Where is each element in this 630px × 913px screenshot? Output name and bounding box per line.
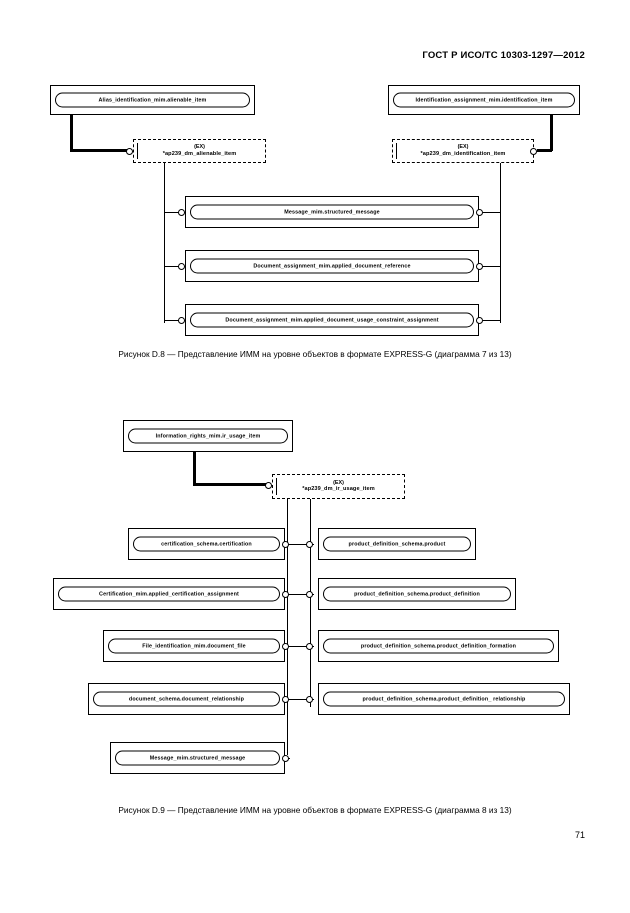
connector-endpoint: [282, 754, 289, 762]
connector-trunk-right: [310, 499, 312, 707]
connector-endpoint: [282, 695, 289, 703]
figure-caption-d8: Рисунок D.8 — Представление ИММ на уровн…: [118, 349, 512, 359]
connector-line: [289, 594, 314, 596]
entity-box: document_schema.document_relationship: [93, 691, 280, 707]
connector-endpoint: [530, 147, 537, 155]
connector-trunk-left: [287, 499, 289, 755]
entity-product-definition-formation: product_definition_schema.product_defini…: [318, 630, 559, 662]
connector-line: [164, 266, 181, 268]
entity-box: Message_mim.structured_message: [190, 204, 474, 220]
standard-header: ГОСТ Р ИСО/ТС 10303-1297—2012: [422, 50, 585, 61]
connector-line: [550, 115, 553, 151]
entity-certification-mim: Certification_mim.applied_certification_…: [53, 578, 285, 610]
connector-endpoint: [282, 642, 289, 650]
entity-document-schema: document_schema.document_relationship: [88, 683, 285, 715]
connector-endpoint: [306, 642, 313, 650]
connector-line: [164, 320, 181, 322]
connector-line: [193, 452, 196, 485]
entity-product-definition: product_definition_schema.product_defini…: [318, 578, 516, 610]
connector-endpoint: [178, 208, 185, 216]
connector-line: [289, 646, 314, 648]
connector-line: [289, 699, 314, 701]
figure-caption-d9: Рисунок D.9 — Представление ИММ на уровн…: [118, 805, 512, 815]
entity-box: certification_schema.certification: [133, 536, 280, 552]
connector-endpoint: [282, 590, 289, 598]
connector-endpoint: [306, 590, 313, 598]
entity-alias-identification: Alias_identification_mim.alienable_item: [50, 85, 255, 115]
entity-document-reference: Document_assignment_mim.applied_document…: [185, 250, 479, 282]
entity-message-structured: Message_mim.structured_message: [110, 742, 285, 774]
connector-endpoint: [306, 695, 313, 703]
connector-trunk: [164, 163, 166, 323]
schema-left-bar: [276, 478, 277, 495]
connector-endpoint: [476, 316, 483, 324]
entity-box: Message_mim.structured_message: [115, 750, 280, 766]
entity-box: product_definition_schema.product_defini…: [323, 586, 511, 602]
connector-endpoint: [265, 482, 272, 489]
entity-box: Document_assignment_mim.applied_document…: [190, 312, 474, 328]
entity-box: Identification_assignment_mim.identifica…: [393, 92, 575, 108]
entity-message-structured: Message_mim.structured_message: [185, 196, 479, 228]
connector-endpoint: [282, 540, 289, 548]
connector-trunk: [500, 163, 502, 323]
connector-line: [537, 149, 552, 152]
connector-line: [483, 320, 501, 322]
schema-box-ex-alienable: (EX) *ap239_dm_alienable_item: [133, 139, 266, 163]
schema-box-ex-identification: (EX) *ap239_dm_identification_item: [392, 139, 534, 163]
schema-left-bar: [396, 143, 397, 159]
entity-product-definition-relationship: product_definition_schema.product_defini…: [318, 683, 570, 715]
connector-line: [193, 483, 269, 486]
connector-line: [289, 544, 314, 546]
connector-endpoint: [476, 208, 483, 216]
entity-certification-schema: certification_schema.certification: [128, 528, 285, 560]
entity-product: product_definition_schema.product: [318, 528, 476, 560]
entity-box: Alias_identification_mim.alienable_item: [55, 92, 250, 108]
entity-box: product_definition_schema.product_defini…: [323, 691, 565, 707]
connector-line: [70, 149, 130, 152]
connector-endpoint: [306, 540, 313, 548]
connector-endpoint: [178, 262, 185, 270]
schema-left-bar: [137, 143, 138, 159]
entity-box: Document_assignment_mim.applied_document…: [190, 258, 474, 274]
page-number: 71: [574, 830, 585, 840]
entity-box: Information_rights_mim.ir_usage_item: [128, 428, 288, 444]
entity-identification-assignment: Identification_assignment_mim.identifica…: [388, 85, 580, 115]
connector-line: [164, 212, 181, 214]
entity-document-usage-constraint: Document_assignment_mim.applied_document…: [185, 304, 479, 336]
entity-box: File_identification_mim.document_file: [108, 638, 280, 654]
connector-line: [483, 212, 501, 214]
connector-endpoint: [178, 316, 185, 324]
connector-line: [70, 115, 73, 151]
schema-box-ex-ir-usage: (EX) *ap239_dm_ir_usage_item: [272, 474, 405, 499]
connector-endpoint: [476, 262, 483, 270]
entity-box: product_definition_schema.product: [323, 536, 471, 552]
connector-endpoint: [126, 147, 133, 155]
entity-box: product_definition_schema.product_defini…: [323, 638, 554, 654]
entity-file-identification: File_identification_mim.document_file: [103, 630, 285, 662]
entity-box: Certification_mim.applied_certification_…: [58, 586, 280, 602]
entity-information-rights: Information_rights_mim.ir_usage_item: [123, 420, 293, 452]
connector-line: [483, 266, 501, 268]
